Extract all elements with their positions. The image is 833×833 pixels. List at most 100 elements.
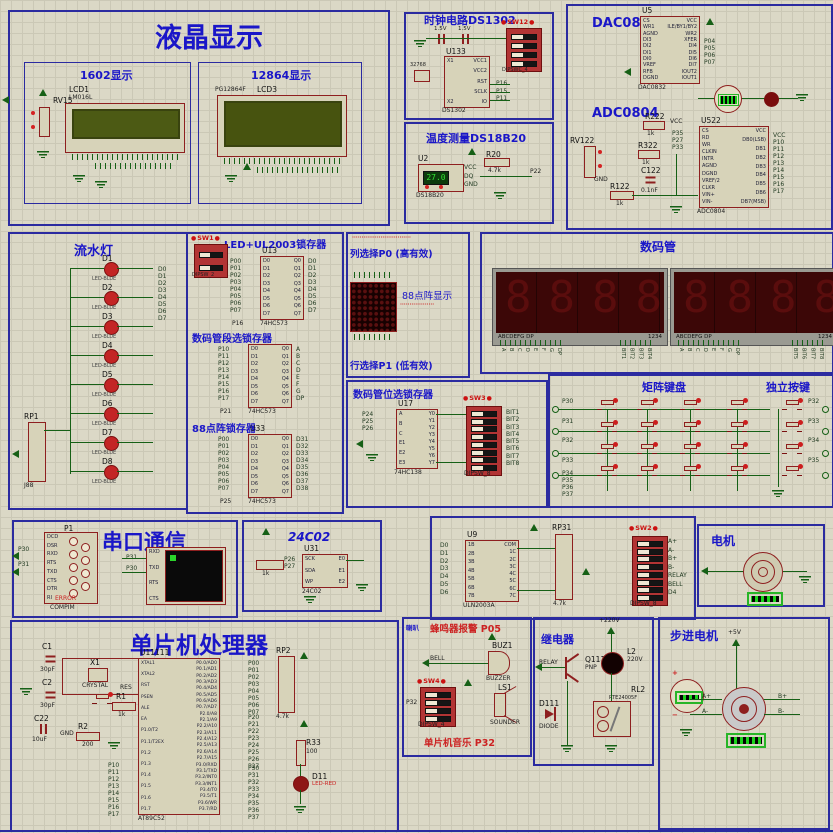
- lamp-l2[interactable]: [601, 652, 624, 675]
- buzzer-buz1[interactable]: [488, 651, 510, 675]
- section-stepper: 步进电机 +5V + − A+A- B+B-: [658, 617, 830, 830]
- key-button[interactable]: [680, 398, 701, 410]
- battery1[interactable]: [438, 34, 445, 44]
- led-symbol[interactable]: [104, 436, 119, 451]
- ind-key-button[interactable]: [782, 442, 803, 454]
- relay-rl2[interactable]: [593, 701, 631, 737]
- res-r222[interactable]: [643, 121, 665, 130]
- cap-c2[interactable]: [45, 691, 56, 699]
- cap-c22[interactable]: [40, 724, 47, 734]
- key-button[interactable]: [597, 464, 618, 476]
- stepper-motor[interactable]: [722, 687, 766, 731]
- key-button[interactable]: [597, 442, 618, 454]
- led-symbol[interactable]: [104, 378, 119, 393]
- res-r122[interactable]: [610, 191, 634, 200]
- key-button[interactable]: [637, 398, 658, 410]
- crystal-32k[interactable]: [414, 70, 430, 82]
- led-symbol[interactable]: [104, 262, 119, 277]
- res-r322[interactable]: [638, 150, 660, 159]
- key-button[interactable]: [637, 464, 658, 476]
- led-symbol[interactable]: [104, 407, 119, 422]
- sounder-ls1[interactable]: [494, 693, 506, 717]
- led-d11[interactable]: [293, 776, 309, 792]
- led-item[interactable]: D2 LED-BLUE: [70, 283, 153, 312]
- led-item[interactable]: D5 LED-BLUE: [70, 370, 153, 399]
- ind-key-button[interactable]: [782, 464, 803, 476]
- key-button[interactable]: [727, 420, 748, 432]
- led-symbol[interactable]: [104, 320, 119, 335]
- transistor-q1111[interactable]: [565, 657, 567, 679]
- dip-sw3[interactable]: [466, 406, 502, 476]
- key-button[interactable]: [727, 442, 748, 454]
- pack-rp2[interactable]: [278, 656, 295, 713]
- lcd12864-module[interactable]: [217, 95, 347, 164]
- reset-button[interactable]: [92, 692, 113, 704]
- ind-terminal[interactable]: [822, 472, 829, 479]
- led-item[interactable]: D1 LED-BLUE: [70, 254, 153, 283]
- ind-key-button[interactable]: [782, 420, 803, 432]
- dot-matrix-8x8[interactable]: [350, 282, 397, 332]
- pack-rp1[interactable]: [28, 422, 46, 482]
- key-button[interactable]: [680, 420, 701, 432]
- led-item[interactable]: D6 LED-BLUE: [70, 399, 153, 428]
- net-label: B+: [668, 555, 678, 562]
- xtal-x1[interactable]: [88, 668, 108, 682]
- ind-key-button[interactable]: [782, 398, 803, 410]
- led-symbol[interactable]: [104, 465, 119, 480]
- key-button[interactable]: [727, 464, 748, 476]
- cap-c1[interactable]: [45, 655, 56, 663]
- pack-rp31[interactable]: [555, 534, 573, 600]
- lcd1602-module[interactable]: [65, 103, 185, 160]
- key-button[interactable]: [637, 420, 658, 432]
- dip-sw2[interactable]: [632, 536, 668, 606]
- led-item[interactable]: D3 LED-BLUE: [70, 312, 153, 341]
- res-r33[interactable]: [296, 740, 306, 766]
- led-symbol[interactable]: [104, 291, 119, 306]
- led-symbol[interactable]: [104, 349, 119, 364]
- ind-terminal[interactable]: [822, 428, 829, 435]
- dc-motor[interactable]: [743, 552, 783, 592]
- led-item[interactable]: D4 LED-BLUE: [70, 341, 153, 370]
- key-button[interactable]: [680, 464, 701, 476]
- pot-rv15[interactable]: [39, 107, 50, 137]
- meter-display: [718, 94, 739, 106]
- ind-terminal[interactable]: [822, 406, 829, 413]
- key-button[interactable]: [727, 398, 748, 410]
- ammeter[interactable]: [714, 85, 742, 113]
- cap-c122[interactable]: [645, 176, 656, 184]
- key-button[interactable]: [637, 442, 658, 454]
- diode-d111[interactable]: [545, 709, 554, 719]
- dip-sw12[interactable]: [506, 28, 542, 72]
- sensor-ds18b20[interactable]: 27.0: [418, 164, 464, 192]
- key-button[interactable]: [597, 398, 618, 410]
- dip-sw4[interactable]: [420, 687, 456, 727]
- battery2[interactable]: [462, 34, 469, 44]
- ind-terminal[interactable]: [822, 450, 829, 457]
- led-item[interactable]: D8 LED-BLUE: [70, 457, 153, 486]
- voltmeter[interactable]: [670, 679, 704, 713]
- res-r1[interactable]: [112, 702, 136, 711]
- key-button[interactable]: [680, 442, 701, 454]
- dip-sw1[interactable]: [194, 244, 228, 278]
- led-item[interactable]: D7 LED-BLUE: [70, 428, 153, 457]
- res-r2[interactable]: [76, 732, 100, 741]
- led-dac-output[interactable]: [764, 92, 779, 107]
- res-pullup[interactable]: [256, 560, 284, 570]
- key-button[interactable]: [597, 420, 618, 432]
- pot-rv122[interactable]: [584, 146, 596, 178]
- res-r20[interactable]: [484, 158, 510, 167]
